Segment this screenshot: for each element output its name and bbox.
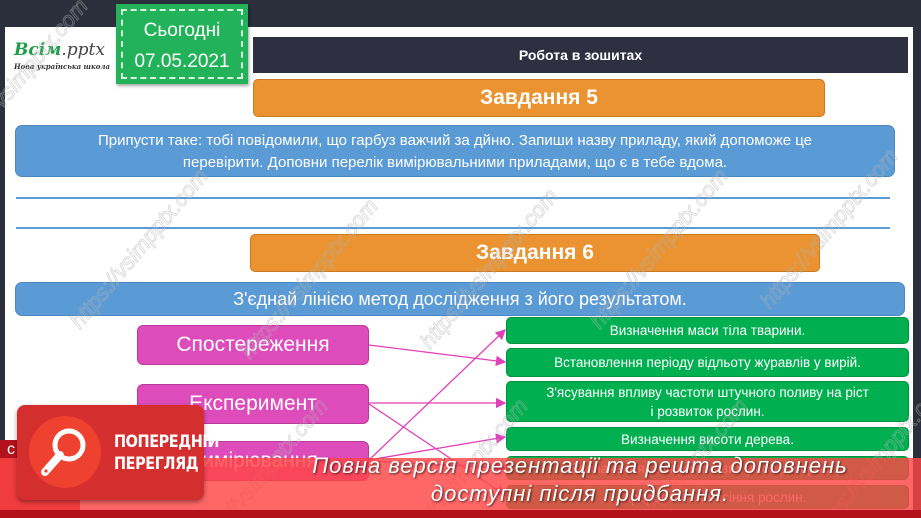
logo-brand-main: Всім — [14, 40, 62, 60]
task6-heading: Завдання 6 — [250, 234, 820, 272]
logo-brand: Всім.pptx — [14, 40, 105, 60]
result-item[interactable]: З'ясування впливу частоти штучного полив… — [506, 381, 909, 422]
method-observation[interactable]: Спостереження — [137, 325, 369, 365]
arrow-measurement-to-mass — [368, 329, 506, 461]
result-item[interactable]: Встановлення періоду відльоту журавлів у… — [506, 348, 909, 377]
logo-brand-ext: .pptx — [61, 40, 105, 60]
banner-bottom-strip — [0, 510, 921, 518]
date-badge: Сьогодні 07.05.2021 — [116, 4, 248, 84]
purchase-message-line1: Повна версія презентації та решта доповн… — [312, 453, 848, 478]
stray-character: с — [7, 441, 15, 458]
task5-prompt-line1: Припусти таке: тобі повідомили, що гарбу… — [97, 132, 813, 149]
result-item[interactable]: Визначення маси тіла тварини. — [506, 317, 909, 344]
magnifier-icon — [41, 428, 86, 476]
result-item[interactable]: Визначення висоти дерева. — [506, 427, 909, 451]
preview-circle — [29, 416, 101, 488]
preview-label: ПОПЕРЕДНІЙ ПЕРЕГЛЯД — [114, 431, 219, 475]
task6-prompt: З'єднай лінією метод дослідження з його … — [15, 282, 905, 316]
purchase-message: Повна версія презентації та решта доповн… — [300, 452, 860, 508]
logo-tagline: Нова українська школа — [14, 62, 111, 71]
arrow-measurement-to-height — [368, 433, 507, 461]
preview-badge[interactable]: ПОПЕРЕДНІЙ ПЕРЕГЛЯД — [17, 405, 219, 500]
result-text: Встановлення періоду відльоту журавлів у… — [554, 355, 861, 370]
result-text: Визначення маси тіла тварини. — [609, 323, 806, 338]
answer-line-2 — [16, 227, 890, 229]
preview-label-line2: ПЕРЕГЛЯД — [114, 454, 199, 474]
date-label: Сьогодні — [143, 20, 221, 41]
task5-prompt-line2: перевірити. Доповни перелік вимірювальни… — [182, 154, 728, 171]
result-text-line2: і розвиток рослин. — [650, 403, 765, 419]
slide-title: Робота в зошитах — [253, 37, 908, 73]
task5-heading: Завдання 5 — [253, 79, 825, 117]
result-text: Визначення висоти дерева. — [621, 431, 794, 447]
arrow-observation-to-cranes — [368, 344, 507, 367]
answer-line-1 — [16, 197, 890, 199]
task5-prompt: Припусти таке: тобі повідомили, що гарбу… — [15, 125, 895, 177]
result-text: З'ясування впливу частоти штучного полив… — [546, 384, 869, 400]
purchase-message-line2: доступні після придбання. — [430, 481, 730, 506]
site-logo: Всім.pptx Нова українська школа — [14, 40, 114, 80]
preview-label-line1: ПОПЕРЕДНІЙ — [114, 432, 219, 452]
date-value: 07.05.2021 — [134, 51, 230, 72]
